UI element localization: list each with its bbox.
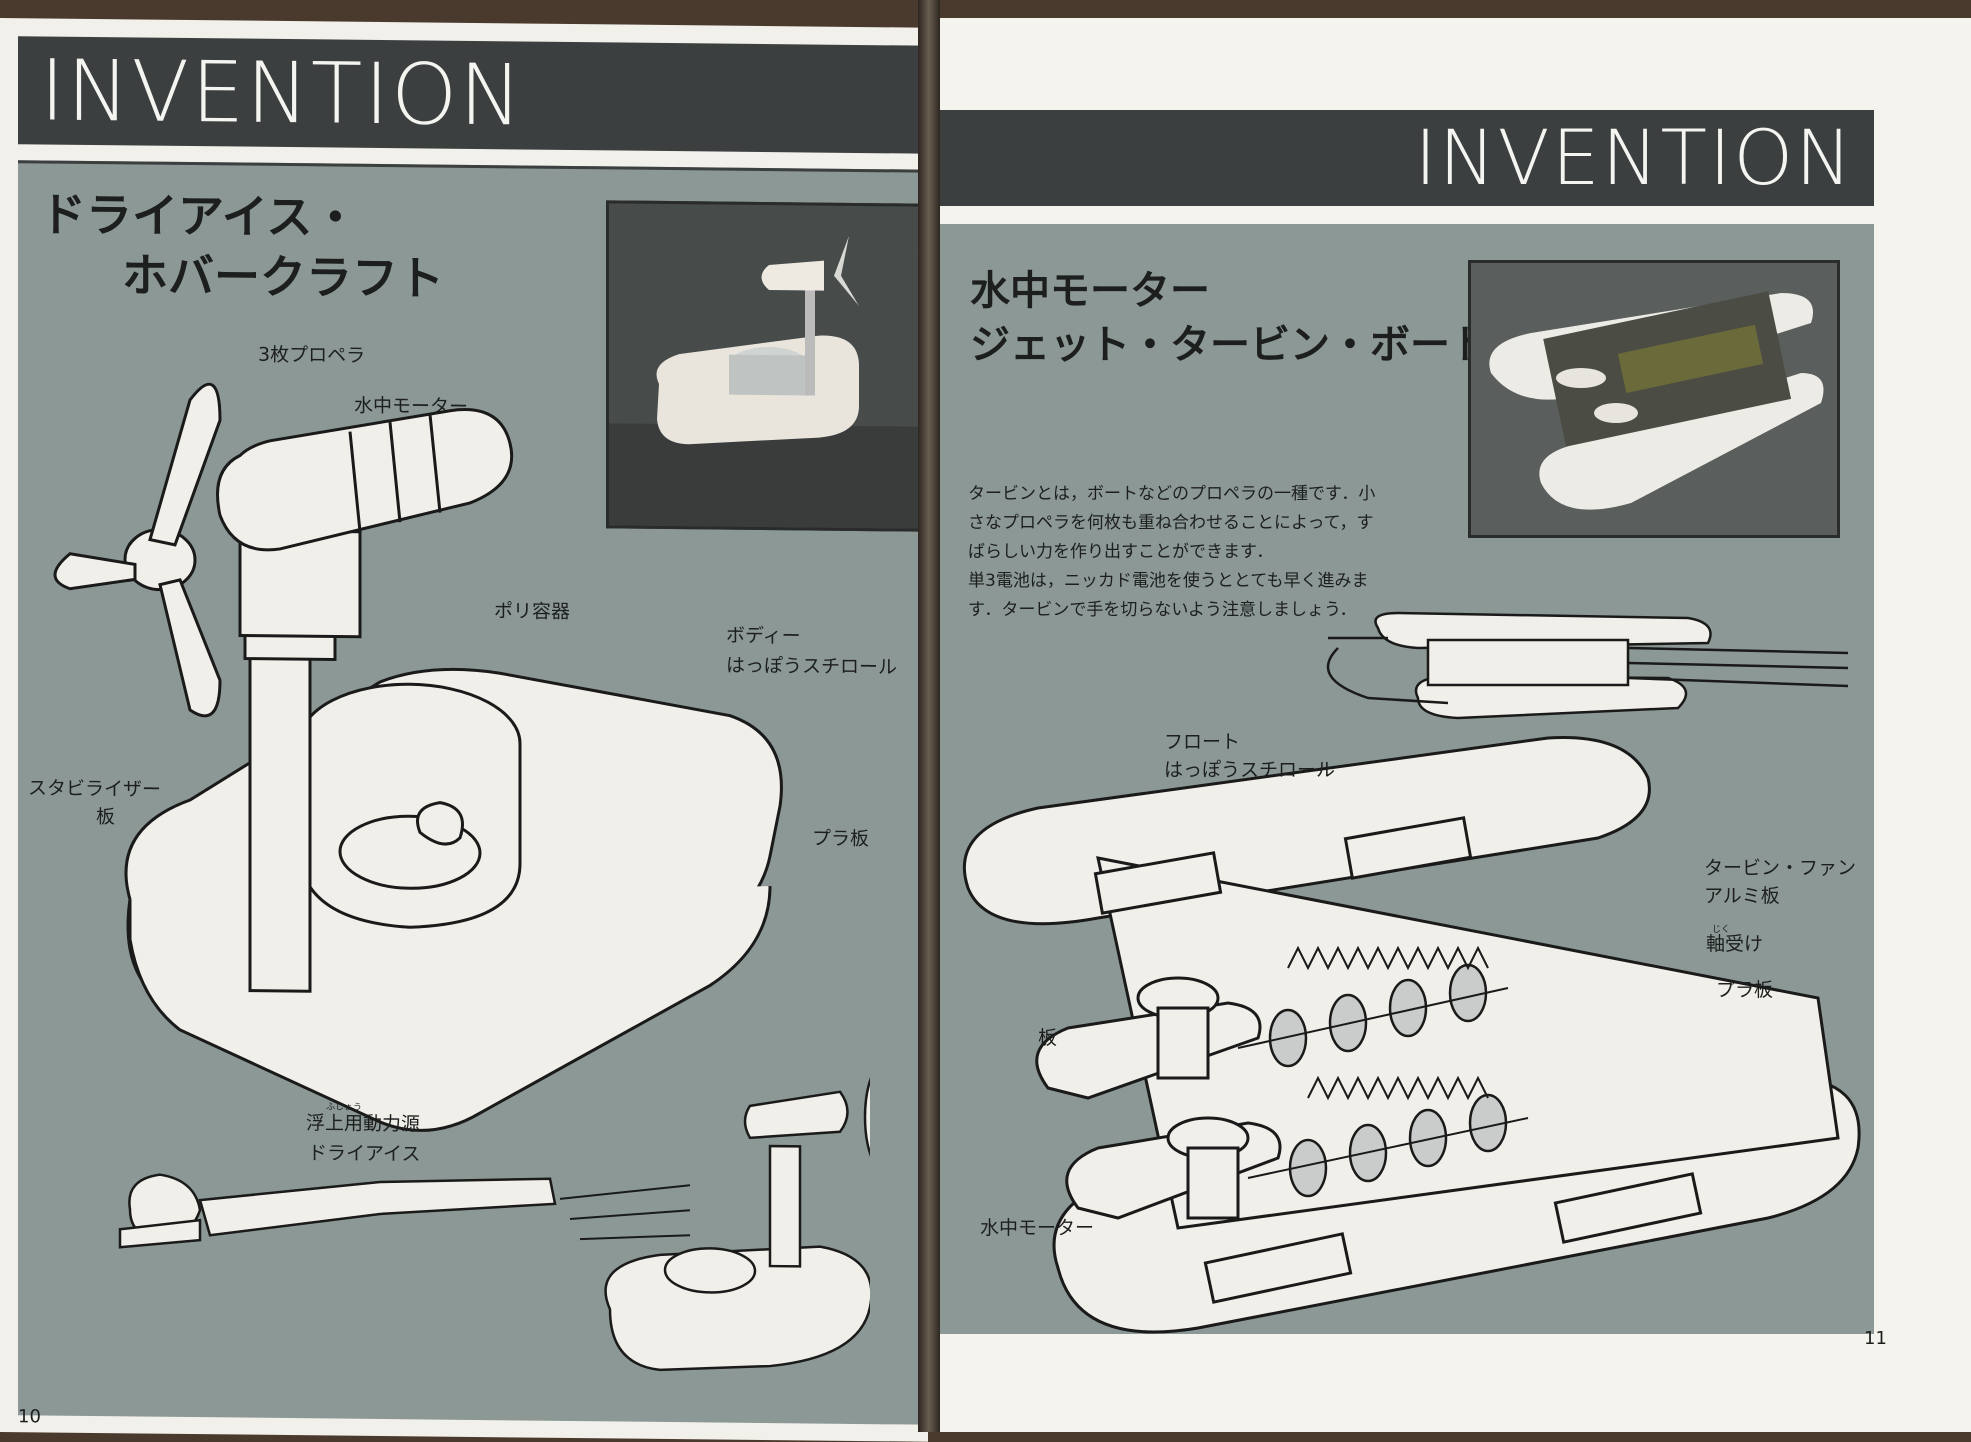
right-title-line2: ジェット・タービン・ボート bbox=[970, 322, 1490, 368]
right-page: INVENTION 水中モーター ジェット・タービン・ボート タービンとは，ボー… bbox=[928, 18, 1971, 1432]
ruby-bearing: じく bbox=[1712, 925, 1731, 935]
right-banner: INVENTION bbox=[940, 110, 1874, 206]
label-power-line1: 浮上用動力源 bbox=[306, 1112, 421, 1136]
label-body-line2: はっぽうスチロール bbox=[726, 654, 898, 679]
right-title-line1: 水中モーター bbox=[970, 268, 1210, 314]
turbine-boat-photo-image bbox=[1471, 263, 1837, 535]
description-line-1: タービンとは，ボートなどのプロペラの一種です．小 bbox=[968, 484, 1376, 504]
label-turbine-fan: タービン・ファン bbox=[1704, 857, 1857, 879]
label-container: ポリ容器 bbox=[494, 600, 571, 623]
turbine-boat-diagram bbox=[962, 611, 1861, 1334]
left-title-line1: ドライアイス・ bbox=[40, 187, 359, 245]
label-propeller: 3枚プロペラ bbox=[258, 343, 366, 367]
label-plate: 板 bbox=[1038, 1027, 1058, 1049]
label-aluminum-plate: アルミ板 bbox=[1704, 885, 1780, 907]
label-stabilizer-line1: スタビライザー bbox=[28, 777, 162, 801]
hovercraft-photo bbox=[606, 200, 928, 532]
label-body-line1: ボディー bbox=[726, 624, 801, 648]
left-page-number: 10 bbox=[18, 1406, 41, 1428]
left-page: INVENTION ドライアイス・ ホバークラフト bbox=[0, 18, 928, 1442]
label-stabilizer-line2: 板 bbox=[96, 806, 116, 829]
description-line-5: す．タービンで手を切らないよう注意しましょう． bbox=[968, 600, 1357, 620]
description-line-3: ばらしい力を作り出すことができます． bbox=[968, 542, 1274, 562]
description: タービンとは，ボートなどのプロペラの一種です．小 さなプロペラを何枚も重ね合わせ… bbox=[968, 480, 1456, 625]
label-power-line2: ドライアイス bbox=[308, 1142, 421, 1166]
label-float-line2: はっぽうスチロール bbox=[1164, 759, 1336, 781]
book-spine bbox=[918, 0, 940, 1432]
description-line-2: さなプロペラを何枚も重ね合わせることによって，す bbox=[968, 513, 1374, 533]
label-bearing: 軸受け bbox=[1706, 933, 1764, 955]
left-banner: INVENTION bbox=[18, 36, 923, 154]
description-line-4: 単3電池は，ニッカド電池を使うととても早く進みま bbox=[968, 571, 1369, 591]
hovercraft-diagram bbox=[53, 382, 870, 1372]
label-plastic-plate-right: プラ板 bbox=[1716, 979, 1774, 1001]
label-plastic-plate: プラ板 bbox=[812, 827, 870, 851]
label-float-line1: フロート bbox=[1164, 731, 1241, 753]
turbine-boat-photo bbox=[1468, 260, 1840, 538]
right-page-number: 11 bbox=[1864, 1328, 1887, 1349]
label-motor-right: 水中モーター bbox=[980, 1217, 1095, 1239]
left-title-line2: ホバークラフト bbox=[122, 248, 444, 306]
hovercraft-photo-image bbox=[609, 203, 927, 529]
label-motor: 水中モーター bbox=[354, 394, 469, 418]
